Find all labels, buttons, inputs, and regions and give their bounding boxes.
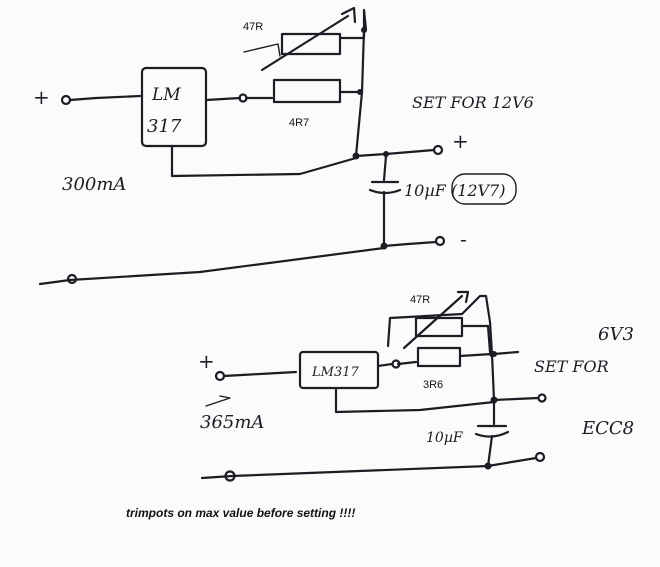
top-pot-lead: [243, 43, 281, 57]
bottom-adj-wire: [334, 386, 496, 414]
bottom-voltage-note: 6V3: [598, 324, 634, 345]
bottom-pot-wiper: [402, 294, 464, 350]
top-set-note: SET FOR 12V6: [412, 93, 534, 112]
top-pot-arrow: [340, 6, 357, 24]
bottom-top-stub: [492, 350, 520, 356]
top-circuit: + LM 317 47R 4R7 + SET FOR 12: [33, 6, 534, 286]
bottom-pot-body: [414, 316, 464, 338]
top-input-terminal: [60, 94, 72, 106]
top-vertical-rail: [354, 28, 366, 158]
bottom-input-minus-terminal: [224, 470, 236, 482]
top-adj-wire: [170, 144, 358, 178]
bottom-resistor-body: [416, 346, 462, 368]
bottom-current-arrow: [205, 395, 231, 407]
top-input-wire: [68, 94, 142, 102]
top-output-terminal: [432, 144, 444, 156]
bottom-res-wire-left: [396, 360, 418, 366]
bottom-current-label: 365mA: [200, 412, 264, 433]
top-input-plus: +: [33, 85, 50, 109]
top-cap-lead-top: [382, 154, 388, 182]
top-regulator-label-1: LM: [151, 85, 181, 105]
bottom-input-wire: [222, 370, 298, 378]
top-current-label: 300mA: [62, 174, 126, 195]
bottom-node-gnd: [484, 462, 492, 470]
bottom-pot-label: 47R: [410, 294, 430, 306]
top-ground-rail: [38, 246, 386, 286]
bottom-input-plus: +: [198, 349, 215, 373]
bottom-cap-label: 10µF: [426, 430, 464, 446]
bottom-output-wire: [492, 396, 540, 402]
bottom-input-terminal: [214, 370, 226, 382]
footer-note: trimpots on max value before setting !!!…: [126, 506, 355, 520]
top-resistor-label: 4R7: [289, 117, 309, 129]
top-cap-label: 10µF (12V7): [404, 181, 506, 200]
bottom-vertical-rail: [488, 320, 496, 402]
bottom-extra-note: ECC8: [581, 418, 634, 439]
bottom-pot-frame: [386, 294, 492, 348]
top-regulator-box: [140, 66, 208, 148]
bottom-res-wire-right: [458, 352, 494, 358]
top-output-plus: +: [452, 129, 469, 153]
top-input-minus-terminal: [66, 273, 78, 285]
bottom-pot-arrow: [456, 290, 470, 304]
bottom-circuit: + LM317 47R 3R6 6V3 SET FOR ECC8: [198, 290, 634, 482]
bottom-reg-out-wire: [376, 362, 394, 368]
top-regulator-label-2: 317: [147, 116, 182, 137]
top-output-minus: -: [460, 227, 467, 251]
bottom-output-terminal: [537, 393, 547, 403]
bottom-set-note: SET FOR: [534, 357, 609, 376]
bottom-resistor-label: 3R6: [423, 379, 443, 391]
top-cap-label-loop: [451, 173, 517, 205]
top-pot-wire-right: [338, 8, 368, 40]
top-resistor-body: [272, 78, 342, 104]
top-ground-wire-right: [382, 240, 438, 248]
bottom-regulator-label: LM317: [311, 365, 359, 380]
bottom-ground-rail: [200, 456, 538, 480]
top-node-cap: [383, 151, 389, 157]
bottom-cap-lead-bottom: [486, 434, 494, 468]
top-output-minus-terminal: [434, 235, 446, 247]
top-pot-wiper: [260, 14, 350, 72]
bottom-regulator-box: [298, 350, 380, 390]
top-reg-out-wire: [204, 96, 242, 102]
bottom-pot-wire-right: [460, 324, 492, 354]
top-output-wire: [354, 148, 436, 158]
top-pot-label: 47R: [243, 21, 263, 33]
top-pot-body: [280, 32, 342, 56]
bottom-output-minus-terminal: [534, 451, 546, 463]
